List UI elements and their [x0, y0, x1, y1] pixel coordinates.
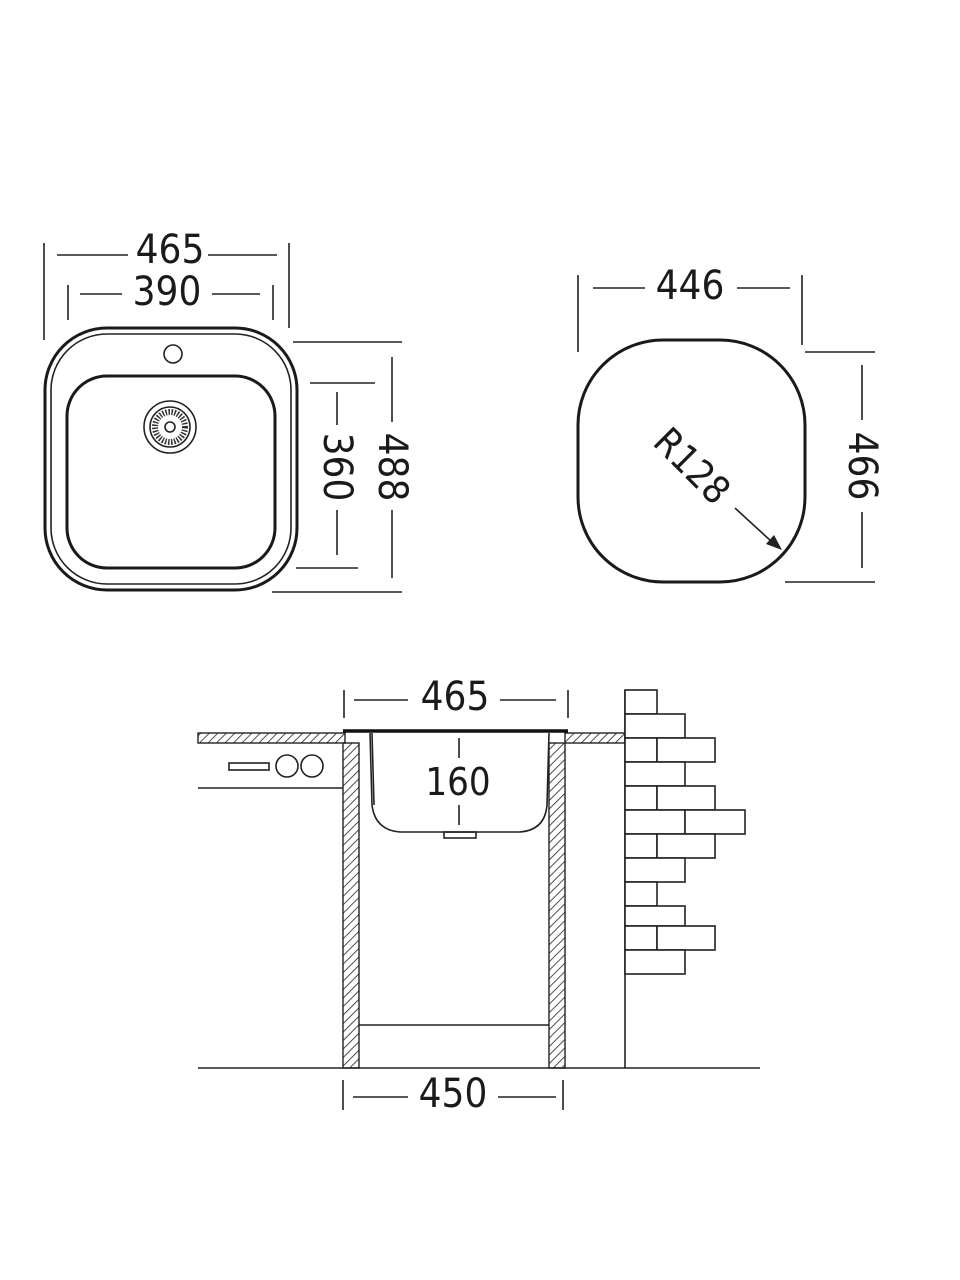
dimension-cutout-length: 466 [785, 351, 885, 583]
dimension-bowl-depth: 160 [425, 738, 491, 825]
dimension-label: R128 [645, 419, 739, 513]
brick-wall [624, 689, 746, 1068]
sink-bowl [65, 374, 277, 570]
cabinet-wall-right [548, 742, 566, 1069]
dishwasher-panel [198, 754, 343, 789]
knob-icon [275, 754, 299, 778]
dimension-cutout-width: 446 [577, 263, 803, 352]
dimension-label: 360 [314, 433, 360, 502]
dimension-bowl-width: 390 [67, 269, 274, 320]
installation-side-view: 465 160 450 [197, 674, 760, 1117]
knob-icon [300, 754, 324, 778]
dimension-label: 446 [656, 263, 725, 309]
dimension-overall-length: 488 [272, 341, 415, 593]
cutout-outline [576, 338, 807, 584]
sink-top-view: 465 390 360 488 [43, 227, 415, 593]
countertop-left [197, 732, 346, 744]
cabinet-wall-left [342, 742, 360, 1069]
dimension-label: 450 [419, 1071, 488, 1117]
faucet-hole-icon [163, 344, 183, 364]
countertop-right [564, 732, 626, 744]
drain-outlet [443, 831, 477, 839]
dimension-overall-width: 465 [43, 227, 290, 340]
dimension-label: 466 [839, 432, 885, 501]
dimension-label: 160 [425, 760, 490, 804]
arrowhead-icon [766, 535, 782, 550]
sink-rim-inner [50, 333, 292, 585]
dimension-cabinet-width: 450 [342, 1071, 564, 1117]
cutout-template-view: 446 466 R128 [576, 263, 885, 584]
dimension-corner-radius: R128 [645, 419, 782, 550]
drain-icon [143, 400, 197, 454]
dimension-label: 465 [421, 674, 490, 720]
dimension-label: 488 [369, 433, 415, 502]
sink-rim-outer [43, 326, 299, 592]
dimension-bowl-length: 360 [296, 382, 375, 569]
dimension-label: 390 [133, 269, 202, 315]
dimension-sink-width: 465 [343, 674, 569, 720]
control-display-icon [228, 762, 270, 771]
dimension-label: 465 [136, 227, 205, 273]
